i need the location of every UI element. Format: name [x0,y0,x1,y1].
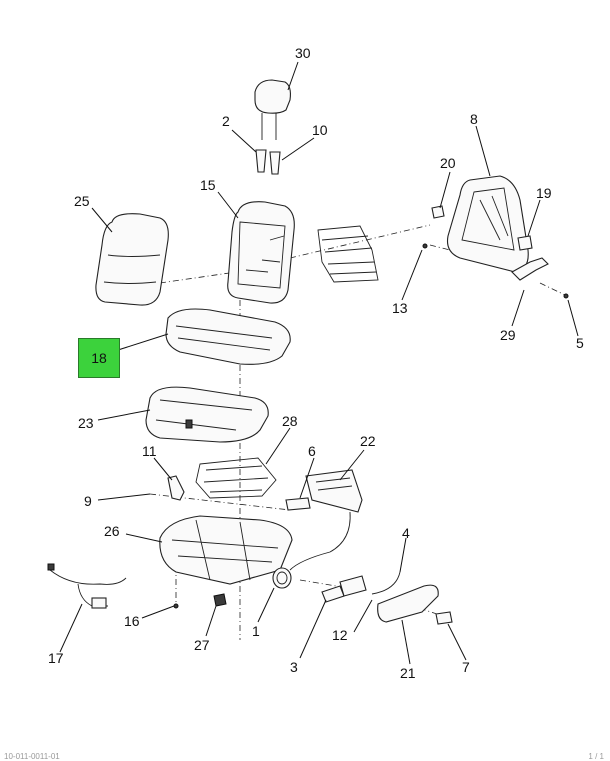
callout-22[interactable]: 22 [360,433,376,449]
knob-7 [435,611,453,625]
seatback-cover [95,213,169,306]
bracket-20 [431,205,445,219]
bracket-19 [517,235,533,251]
callout-4[interactable]: 4 [402,525,410,541]
seatback-frame [446,175,529,273]
headrest-guides [255,149,281,175]
callout-7[interactable]: 7 [462,659,470,675]
recliner-29 [511,257,549,281]
bolt-5 [563,293,569,299]
trim-panel-21 [377,584,439,623]
cushion-cover [165,308,291,365]
callout-18-label: 18 [91,350,107,366]
callout-10[interactable]: 10 [312,122,328,138]
buckle-11 [167,475,185,501]
callout-13[interactable]: 13 [392,300,408,316]
callout-1[interactable]: 1 [252,623,260,639]
cushion-pad [145,386,269,443]
bracket-12 [339,575,367,597]
wiring-harness [47,563,127,609]
cable-4 [371,571,401,595]
callout-6[interactable]: 6 [308,443,316,459]
bolt-16 [173,603,179,609]
callout-9[interactable]: 9 [84,493,92,509]
connector-27 [213,593,227,607]
bolt-13 [422,243,428,249]
callout-labels: 30 2 10 15 25 8 20 19 13 29 5 23 11 28 6… [48,45,584,681]
callout-23[interactable]: 23 [78,415,94,431]
cushion-suspension [195,457,277,499]
leader-lines [59,61,579,665]
callout-27[interactable]: 27 [194,637,210,653]
footer-doc-id: 10-011-0011-01 [4,752,60,761]
module-22 [305,469,363,513]
callout-18-highlighted[interactable]: 18 [78,338,120,378]
seatback-pad [227,201,295,304]
callout-2[interactable]: 2 [222,113,230,129]
callout-30[interactable]: 30 [295,45,311,61]
callout-20[interactable]: 20 [440,155,456,171]
callout-28[interactable]: 28 [282,413,298,429]
callout-17[interactable]: 17 [48,650,64,666]
callout-12[interactable]: 12 [332,627,348,643]
callout-26[interactable]: 26 [104,523,120,539]
footer-page: 1 / 1 [588,752,604,761]
callout-3[interactable]: 3 [290,659,298,675]
callout-21[interactable]: 21 [400,665,416,681]
callout-19[interactable]: 19 [536,185,552,201]
callout-29[interactable]: 29 [500,327,516,343]
module-6 [285,497,311,511]
headrest [254,79,291,140]
seat-adjuster [159,515,293,585]
callout-16[interactable]: 16 [124,613,140,629]
callout-15[interactable]: 15 [200,177,216,193]
bracket-3 [321,585,345,603]
callout-11[interactable]: 11 [142,443,157,459]
seatback-suspension [317,225,379,283]
motor-1 [272,567,292,589]
callout-8[interactable]: 8 [470,111,478,127]
callout-5[interactable]: 5 [576,335,584,351]
callout-25[interactable]: 25 [74,193,90,209]
harness-22 [289,511,351,571]
